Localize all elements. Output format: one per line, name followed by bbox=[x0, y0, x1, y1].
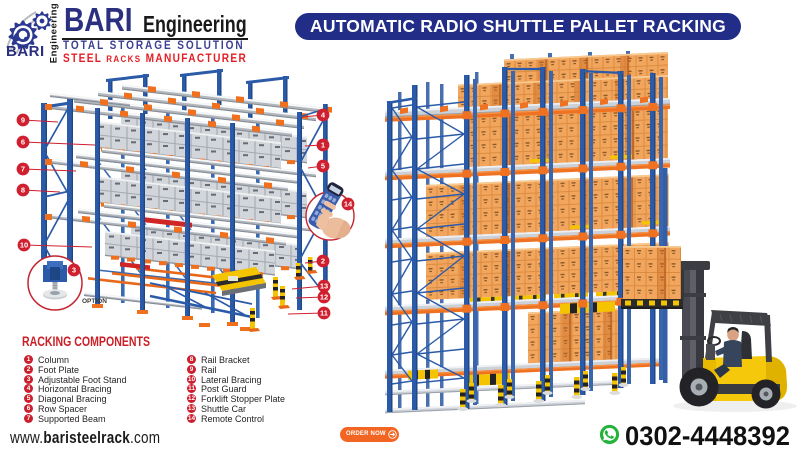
svg-text:12: 12 bbox=[320, 293, 328, 302]
svg-text:11: 11 bbox=[320, 309, 328, 318]
svg-text:9: 9 bbox=[21, 116, 25, 125]
svg-text:2: 2 bbox=[321, 257, 325, 266]
svg-text:5: 5 bbox=[321, 162, 325, 171]
svg-text:6: 6 bbox=[21, 138, 25, 147]
svg-text:1: 1 bbox=[321, 141, 325, 150]
svg-text:7: 7 bbox=[21, 165, 25, 174]
svg-text:13: 13 bbox=[320, 282, 328, 291]
svg-text:10: 10 bbox=[20, 241, 28, 250]
svg-text:3: 3 bbox=[72, 266, 76, 275]
svg-text:4: 4 bbox=[321, 111, 326, 120]
svg-text:8: 8 bbox=[21, 186, 25, 195]
svg-text:14: 14 bbox=[344, 200, 353, 209]
svg-text:OPTION: OPTION bbox=[82, 298, 107, 305]
